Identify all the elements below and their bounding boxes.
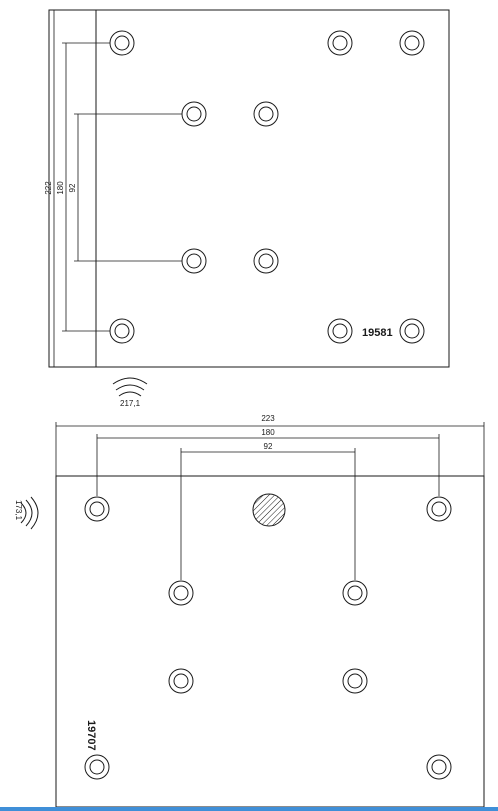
top-plate-outline (48, 9, 450, 368)
rivet-hole (109, 318, 135, 344)
bottom-curvature-icon (20, 496, 39, 530)
rivet-hole (168, 580, 194, 606)
rivet-hole (181, 248, 207, 274)
bottom-accent-bar (0, 807, 498, 811)
bottom-view: 223 180 92 19707 173,1 (14, 414, 485, 808)
top-curvature-icon (112, 377, 148, 397)
bottom-dim-middle: 180 (261, 428, 275, 437)
hatched-center-pin (252, 493, 286, 527)
top-view: 222 180 92 19581 217,1 (44, 9, 450, 408)
rivet-hole (327, 30, 353, 56)
bottom-dimension-lines (56, 425, 484, 580)
top-dim-middle: 180 (56, 181, 65, 195)
bottom-part-code: 19707 (85, 720, 97, 751)
rivet-hole (342, 580, 368, 606)
rivet-hole (84, 754, 110, 780)
rivet-hole (253, 101, 279, 127)
rivet-hole (426, 496, 452, 522)
rivet-hole (399, 318, 425, 344)
rivet-hole (84, 496, 110, 522)
rivet-hole (327, 318, 353, 344)
top-holes (109, 30, 425, 344)
rivet-hole (342, 668, 368, 694)
top-dimension-lines (50, 9, 182, 368)
top-radius-label: 217,1 (120, 399, 141, 408)
rivet-hole (253, 248, 279, 274)
bottom-holes (84, 496, 452, 780)
rivet-hole (168, 668, 194, 694)
bottom-radius-label: 173,1 (14, 500, 23, 521)
bottom-dim-outer: 223 (261, 414, 275, 423)
bottom-dim-inner: 92 (264, 442, 273, 451)
top-dim-outer: 222 (44, 181, 53, 195)
rivet-hole (109, 30, 135, 56)
rivet-hole (426, 754, 452, 780)
top-dim-inner: 92 (68, 183, 77, 192)
top-part-code: 19581 (362, 327, 393, 339)
rivet-hole (399, 30, 425, 56)
rivet-hole (181, 101, 207, 127)
